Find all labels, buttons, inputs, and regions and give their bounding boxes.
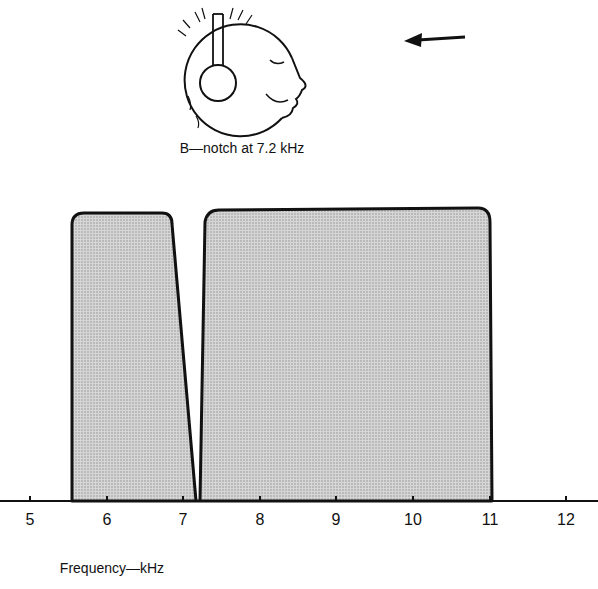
tick-label: 7 — [179, 511, 188, 529]
tick-label: 11 — [482, 511, 499, 529]
axis-title: Frequency—kHz — [60, 561, 164, 576]
notched-spectrum — [72, 208, 492, 501]
tick-label: 9 — [332, 511, 341, 529]
sound-direction-arrow — [404, 33, 465, 47]
tick-label: 8 — [256, 511, 265, 529]
tick-label: 12 — [557, 511, 575, 529]
tick-label: 6 — [103, 511, 112, 529]
caption-label: B—notch at 7.2 kHz — [180, 141, 305, 156]
tick-label: 10 — [404, 511, 422, 529]
frequency-axis — [0, 496, 598, 501]
tick-label: 5 — [26, 511, 35, 529]
listener-head — [178, 8, 306, 136]
